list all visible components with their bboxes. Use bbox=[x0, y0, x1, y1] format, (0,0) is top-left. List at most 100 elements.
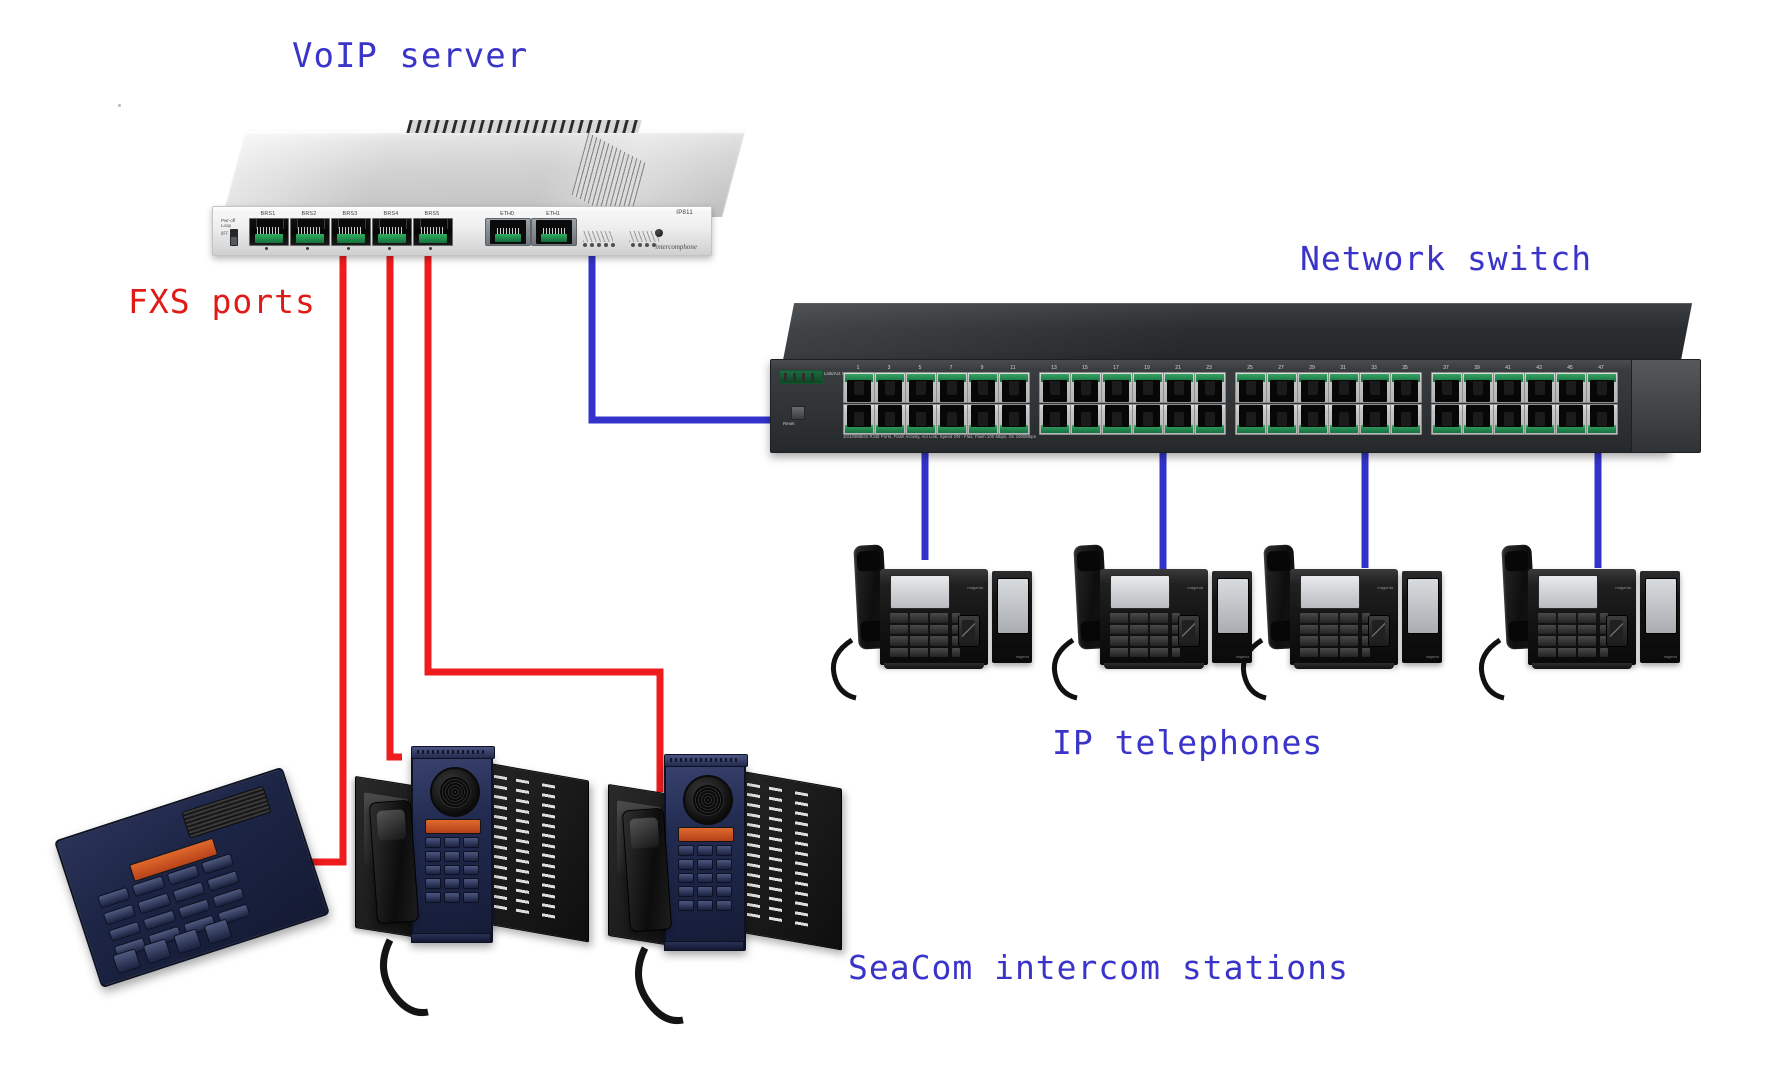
phone-nav-pad[interactable] bbox=[1606, 615, 1628, 647]
rj45-jack-icon[interactable] bbox=[1524, 372, 1556, 403]
rj45-jack-icon[interactable] bbox=[936, 372, 968, 403]
rj45-jack-icon[interactable] bbox=[1163, 404, 1195, 435]
rj45-jack-icon[interactable] bbox=[905, 404, 937, 435]
rj45-jack-icon[interactable] bbox=[1555, 404, 1587, 435]
rj45-jack-icon[interactable] bbox=[1266, 372, 1298, 403]
power-toggle[interactable] bbox=[230, 229, 238, 246]
rj45-jack-icon[interactable] bbox=[1132, 372, 1164, 403]
rj45-jack-icon[interactable] bbox=[1328, 404, 1360, 435]
rj45-jack-icon[interactable] bbox=[1101, 404, 1133, 435]
rj45-jack-icon[interactable] bbox=[843, 372, 875, 403]
rj45-jack-icon[interactable] bbox=[1431, 404, 1463, 435]
rj45-jack-icon[interactable] bbox=[1328, 372, 1360, 403]
station-right-door[interactable] bbox=[481, 761, 589, 943]
fxs-port-4[interactable]: BRS4 bbox=[372, 211, 412, 250]
rj45-jack-icon[interactable] bbox=[1493, 404, 1525, 435]
station-right-door[interactable] bbox=[734, 769, 842, 951]
switch-port-number: 21 bbox=[1175, 365, 1181, 371]
phone-nav-pad[interactable] bbox=[958, 615, 980, 647]
panel-hatch-marks bbox=[583, 231, 613, 242]
switch-port-pair: 25 bbox=[1235, 364, 1267, 436]
phone-expansion-module[interactable]: magenta bbox=[1212, 571, 1252, 663]
rj45-jack-icon[interactable] bbox=[874, 372, 906, 403]
phone-keypad[interactable] bbox=[1538, 613, 1596, 657]
voip-server-chassis-top bbox=[222, 130, 746, 217]
fxs-port-2[interactable]: BRS2 bbox=[290, 211, 330, 250]
ip-phone-4[interactable]: magenta magenta bbox=[1488, 544, 1680, 675]
rj45-jack-icon[interactable] bbox=[1039, 372, 1071, 403]
fxs-port-5[interactable]: BRS5 bbox=[413, 211, 453, 250]
phone-keypad[interactable] bbox=[1300, 613, 1358, 657]
rj45-jack-icon[interactable] bbox=[1194, 372, 1226, 403]
station-keypad[interactable] bbox=[678, 845, 732, 911]
ip-phone-3[interactable]: magenta magenta bbox=[1250, 544, 1442, 675]
power-switch-group[interactable]: Pwr-off Loop OFF bbox=[221, 218, 247, 249]
seacom-intercom-station-2[interactable] bbox=[608, 753, 843, 993]
station-handset[interactable] bbox=[368, 799, 420, 925]
rj45-jack-icon[interactable] bbox=[1039, 404, 1071, 435]
rj45-jack-icon[interactable] bbox=[1266, 404, 1298, 435]
rj45-jack-icon[interactable] bbox=[1132, 404, 1164, 435]
station-handset[interactable] bbox=[621, 807, 673, 933]
rj45-jack-icon[interactable] bbox=[1359, 404, 1391, 435]
station-keypad[interactable] bbox=[425, 837, 479, 903]
rj45-jack-icon[interactable] bbox=[1359, 372, 1391, 403]
phone-side-keys[interactable] bbox=[1172, 613, 1180, 657]
rj45-jack-icon[interactable] bbox=[998, 404, 1030, 435]
rj45-jack-icon[interactable] bbox=[1235, 404, 1267, 435]
rj45-jack-icon[interactable] bbox=[1555, 372, 1587, 403]
rj45-jack-icon[interactable] bbox=[936, 404, 968, 435]
phone-expansion-module[interactable]: magenta bbox=[1640, 571, 1680, 663]
switch-port-number: 25 bbox=[1247, 365, 1253, 371]
rj45-jack-icon[interactable] bbox=[1462, 404, 1494, 435]
fxs-port-3-label: BRS3 bbox=[342, 211, 358, 217]
ip-phone-2[interactable]: magenta magenta bbox=[1060, 544, 1252, 675]
reset-button[interactable] bbox=[655, 229, 663, 237]
phone-side-keys[interactable] bbox=[952, 613, 960, 657]
switch-port-number: 9 bbox=[980, 365, 984, 371]
reset-button[interactable] bbox=[791, 406, 805, 420]
rj45-jack-icon[interactable] bbox=[1235, 372, 1267, 403]
intercom-cord-1 bbox=[380, 938, 429, 1017]
rj45-jack-icon[interactable] bbox=[1524, 404, 1556, 435]
rj45-jack-icon[interactable] bbox=[905, 372, 937, 403]
eth0-port[interactable]: ETH0 bbox=[485, 211, 531, 246]
rj45-jack-icon[interactable] bbox=[1431, 372, 1463, 403]
rj45-jack-icon[interactable] bbox=[967, 372, 999, 403]
rj45-jack-icon[interactable] bbox=[874, 404, 906, 435]
rj45-jack-icon[interactable] bbox=[843, 404, 875, 435]
seacom-intercom-station-1[interactable] bbox=[355, 745, 590, 985]
rj45-jack-icon[interactable] bbox=[1101, 372, 1133, 403]
module-screen bbox=[1645, 578, 1677, 634]
fxs-port-1[interactable]: BRS1 bbox=[249, 211, 289, 250]
phone-side-keys[interactable] bbox=[1600, 613, 1608, 657]
rj45-jack-icon[interactable] bbox=[967, 404, 999, 435]
status-led-row-1 bbox=[583, 243, 615, 247]
ip-phone-1[interactable]: magenta magenta bbox=[840, 544, 1032, 675]
rj45-jack-icon bbox=[290, 218, 330, 246]
rj45-jack-icon bbox=[485, 218, 531, 246]
rj45-jack-icon[interactable] bbox=[1070, 372, 1102, 403]
fxs-port-3[interactable]: BRS3 bbox=[331, 211, 371, 250]
phone-side-keys[interactable] bbox=[1362, 613, 1370, 657]
phone-keypad[interactable] bbox=[1110, 613, 1168, 657]
rj45-jack-icon[interactable] bbox=[1586, 372, 1618, 403]
rj45-jack-icon[interactable] bbox=[1586, 404, 1618, 435]
rj45-jack-icon[interactable] bbox=[1390, 372, 1422, 403]
rj45-jack-icon[interactable] bbox=[998, 372, 1030, 403]
rj45-jack-icon[interactable] bbox=[1070, 404, 1102, 435]
rj45-jack-icon[interactable] bbox=[1390, 404, 1422, 435]
switch-port-number: 41 bbox=[1505, 365, 1511, 371]
rj45-jack-icon[interactable] bbox=[1493, 372, 1525, 403]
rj45-jack-icon[interactable] bbox=[1297, 372, 1329, 403]
rj45-jack-icon[interactable] bbox=[1163, 372, 1195, 403]
phone-nav-pad[interactable] bbox=[1178, 615, 1200, 647]
phone-nav-pad[interactable] bbox=[1368, 615, 1390, 647]
rj45-jack-icon[interactable] bbox=[1462, 372, 1494, 403]
eth1-port[interactable]: ETH1 bbox=[531, 211, 577, 246]
rj45-jack-icon[interactable] bbox=[1297, 404, 1329, 435]
phone-expansion-module[interactable]: magenta bbox=[1402, 571, 1442, 663]
phone-keypad[interactable] bbox=[890, 613, 948, 657]
rj45-jack-icon[interactable] bbox=[1194, 404, 1226, 435]
phone-expansion-module[interactable]: magenta bbox=[992, 571, 1032, 663]
